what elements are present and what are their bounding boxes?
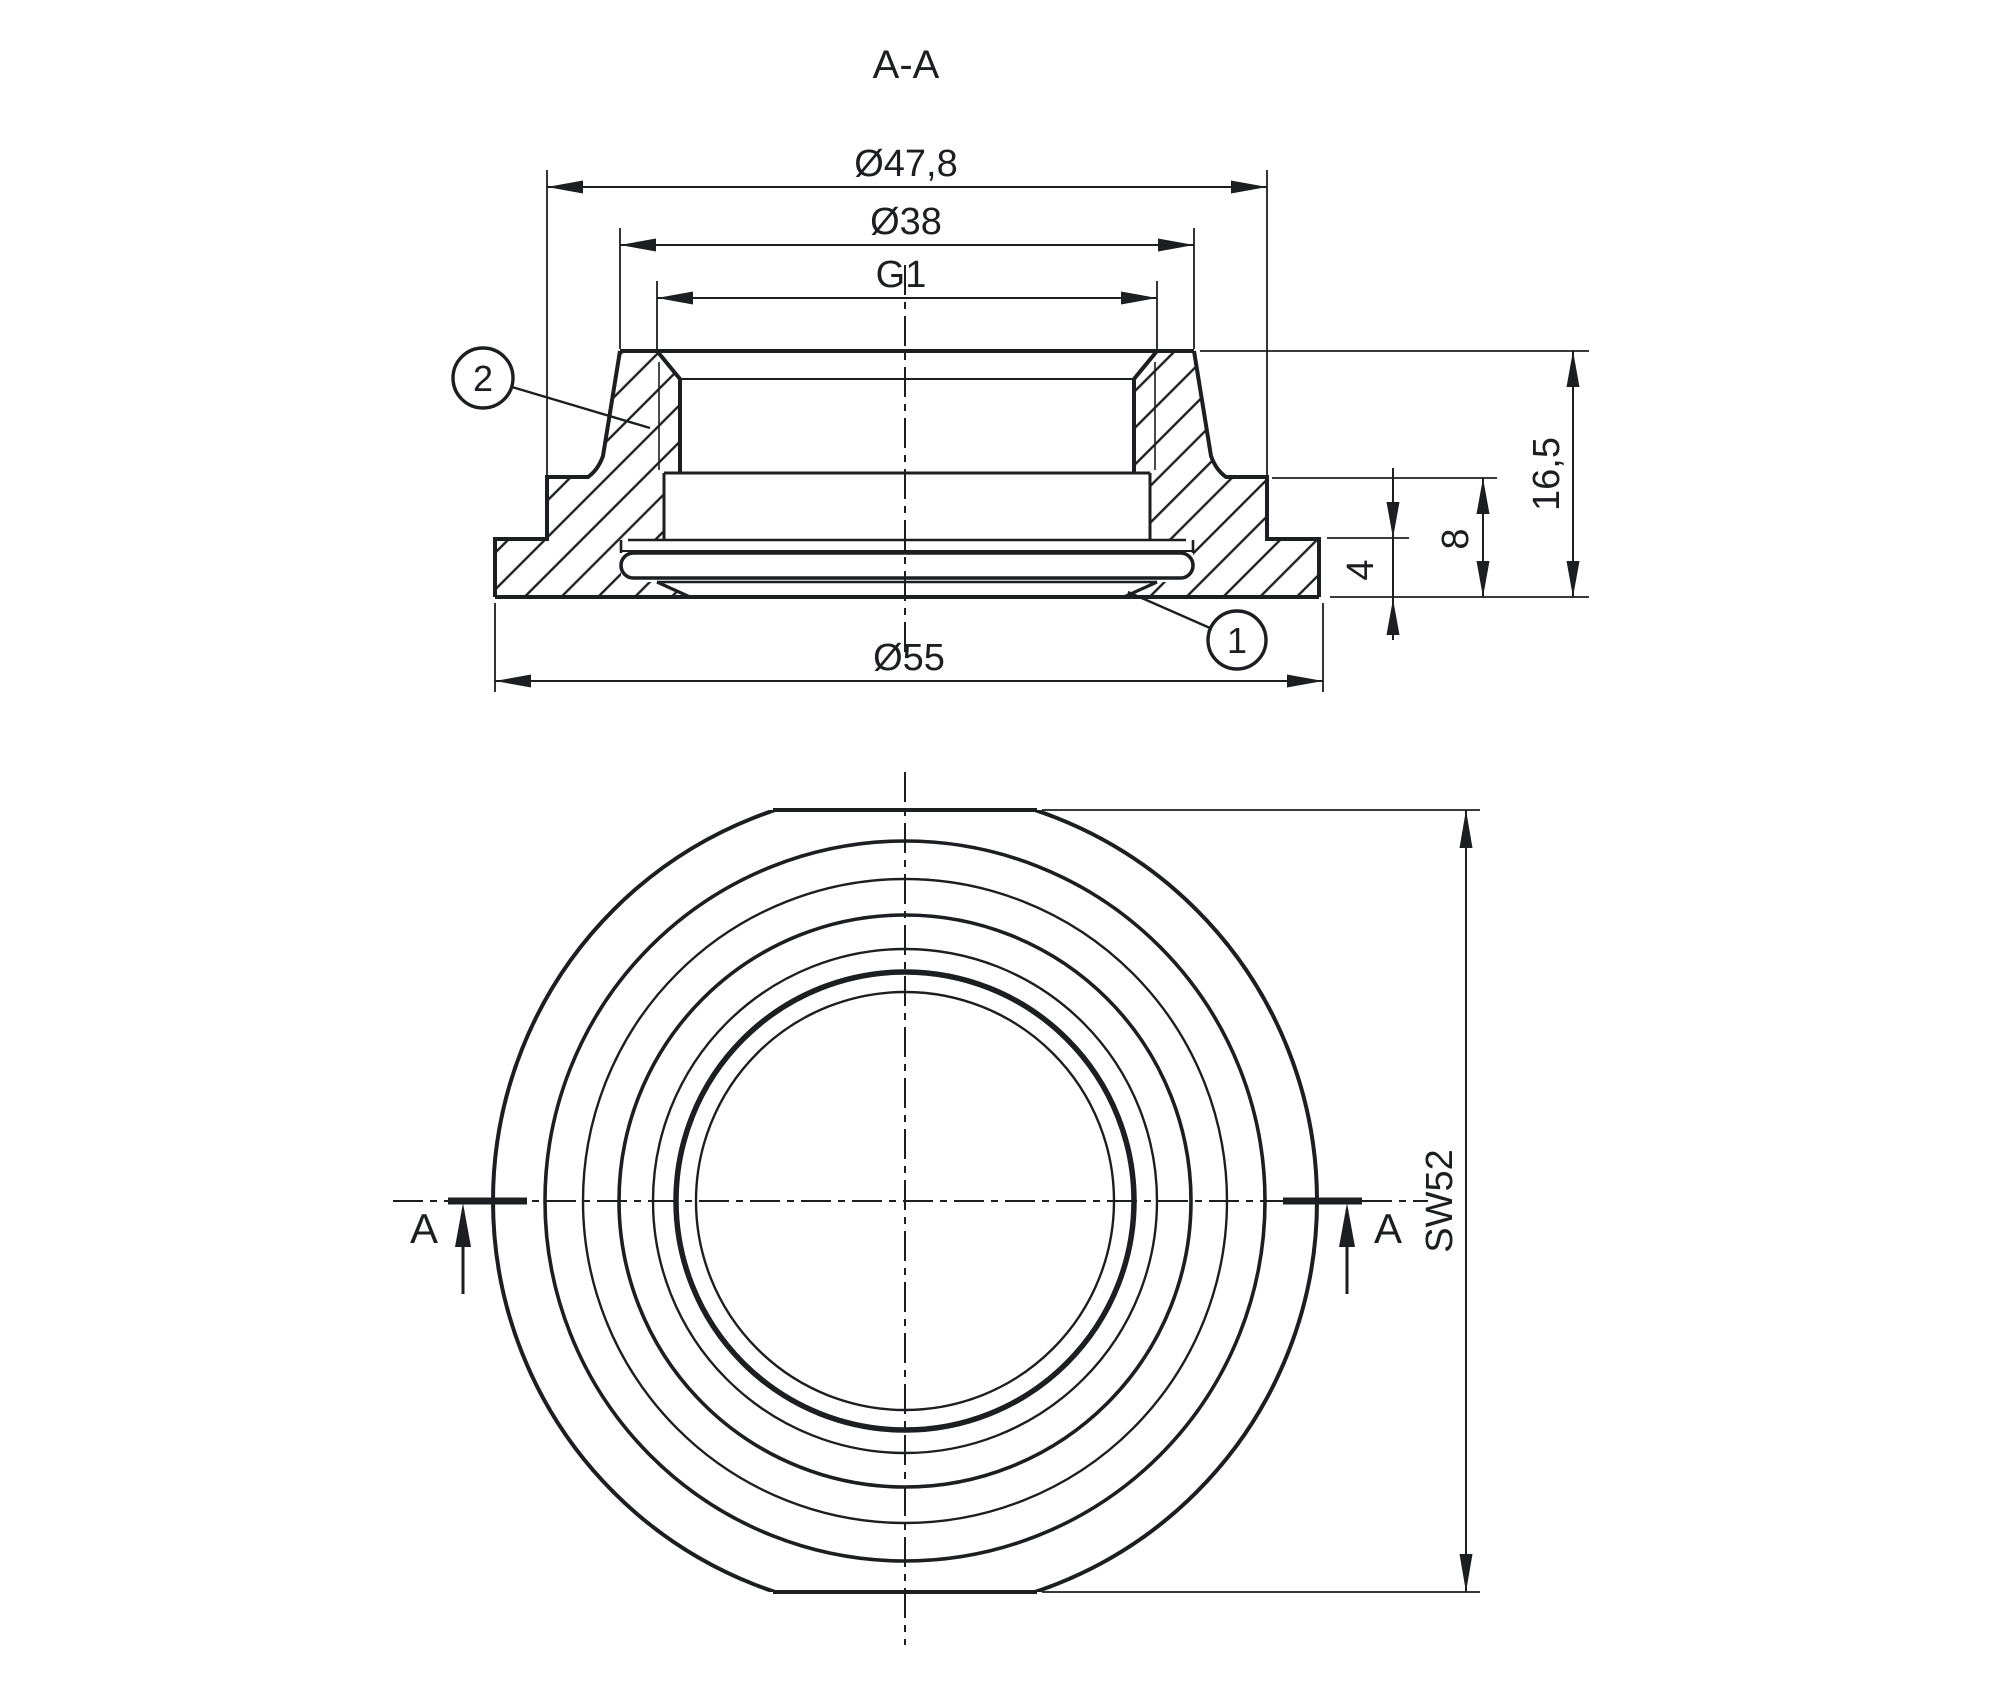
dim-height-16-5-label: 16,5 [1526, 437, 1568, 511]
dim-dia-55: Ø55 [494, 603, 1324, 692]
dim-dia-55-label: Ø55 [873, 637, 945, 679]
dim-height-4-label: 4 [1340, 559, 1382, 580]
balloon-item-2-label: 2 [473, 358, 493, 399]
dim-thread-g1: G1 [656, 254, 1158, 349]
dim-height-8-label: 8 [1435, 528, 1477, 549]
nut-body-hatched-section [495, 351, 1319, 597]
dim-height-4: 4 [1327, 468, 1409, 640]
dim-dia-47-8-label: Ø47,8 [854, 143, 958, 185]
dim-sw52-label: SW52 [1419, 1149, 1461, 1252]
cut-mark-left: A [410, 1197, 527, 1294]
plan-view: A A SW52 [393, 772, 1480, 1645]
cut-label-right: A [1374, 1205, 1402, 1252]
dim-dia-47-8: Ø47,8 [546, 143, 1268, 477]
flange-hole-edges [656, 580, 1158, 599]
dim-dia-38-label: Ø38 [870, 201, 942, 243]
dim-sw52: SW52 [1042, 809, 1480, 1593]
section-view: A-A [451, 43, 1589, 692]
dim-thread-g1-label: G1 [876, 254, 927, 296]
balloon-item-2: 2 [451, 346, 651, 430]
balloon-item-1-label: 1 [1227, 620, 1247, 661]
dim-dia-38: Ø38 [619, 201, 1195, 349]
cut-mark-right: A [1283, 1197, 1402, 1294]
balloon-item-1: 1 [1127, 590, 1268, 671]
cut-label-left: A [410, 1205, 438, 1252]
section-title: A-A [873, 43, 940, 87]
dim-height-8: 8 [1272, 477, 1497, 597]
dim-height-16-5: 16,5 [1200, 350, 1589, 598]
gasket-seal-section [619, 551, 1195, 580]
nut-body-outline [493, 349, 1321, 599]
